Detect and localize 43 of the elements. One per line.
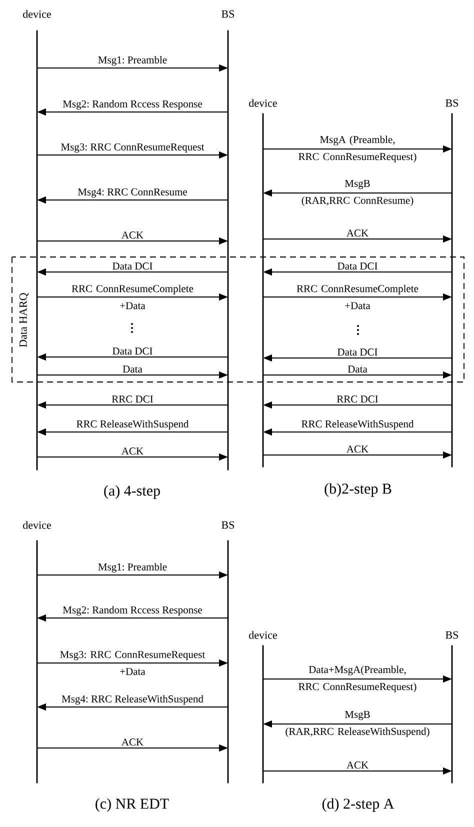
- edge-label: ACK: [122, 738, 144, 746]
- edge-label: ACK: [346, 762, 368, 769]
- figure-caption: (d) 2-step A: [322, 798, 394, 812]
- edge-label: Data: [122, 366, 142, 373]
- edge-label: Data DCI: [338, 348, 378, 356]
- edge-label: RRC ConnResumeComplete +Data: [296, 284, 418, 310]
- edge-label: Msg4: RRC ReleaseWithSuspend: [62, 695, 204, 705]
- edge-label: Data: [348, 366, 368, 373]
- edge-label: ACK: [346, 446, 368, 453]
- lifeline-header: BS: [446, 99, 458, 107]
- edge-label: RRC ReleaseWithSuspend: [302, 420, 414, 430]
- edge-label: Msg1: Preamble: [98, 563, 167, 573]
- lifeline-header: device: [23, 521, 51, 529]
- edge-label: MsgB (RAR,RRC ConnResume): [302, 180, 414, 206]
- edge-label: Msg3: RRC ConnResumeRequest +Data: [60, 650, 206, 676]
- edge-label: Msg1: Preamble: [98, 56, 167, 66]
- edge-label: RRC ReleaseWithSuspend: [76, 420, 189, 430]
- lifeline-header: device: [249, 631, 277, 639]
- lifeline-header: BS: [222, 10, 234, 18]
- edge-label: ACK: [346, 230, 368, 237]
- figure-caption: (b)2-step B: [324, 483, 392, 497]
- lifeline-header: BS: [222, 521, 234, 529]
- group-label: Data HARQ: [19, 292, 29, 348]
- edge-label: MsgA (Preamble, RRC ConnResumeRequest): [298, 136, 416, 162]
- figure-caption: (a) 4-step: [104, 485, 160, 499]
- edge-label: Msg3: RRC ConnResumeRequest: [61, 143, 204, 153]
- edge-label: ACK: [122, 448, 144, 455]
- lifeline-header: BS: [446, 631, 458, 639]
- edge-label: Data DCI: [112, 348, 152, 355]
- figure-caption: (c) NR EDT: [96, 798, 169, 812]
- edge-label: MsgB (RAR,RRC ReleaseWithSuspend): [286, 710, 430, 738]
- edge-label: RRC ConnResumeComplete +Data: [72, 284, 194, 310]
- edge-label: Data DCI: [112, 262, 152, 270]
- edge-label: RRC DCI: [112, 396, 153, 403]
- edge-label: Data+MsgA(Preamble, RRC ConnResumeRequest): [298, 666, 416, 692]
- lifeline-header: device: [23, 10, 51, 18]
- edge-label: Msg4: RRC ConnResume: [78, 188, 187, 198]
- edge-label: Msg2: Random Rccess Response: [62, 606, 202, 616]
- lifeline-header: device: [249, 99, 277, 107]
- edge-label: RRC DCI: [336, 396, 378, 403]
- edge-label: ACK: [122, 232, 144, 239]
- edge-label: Msg2: Random Rccess Response: [62, 100, 202, 110]
- edge-label: Data DCI: [338, 262, 378, 270]
